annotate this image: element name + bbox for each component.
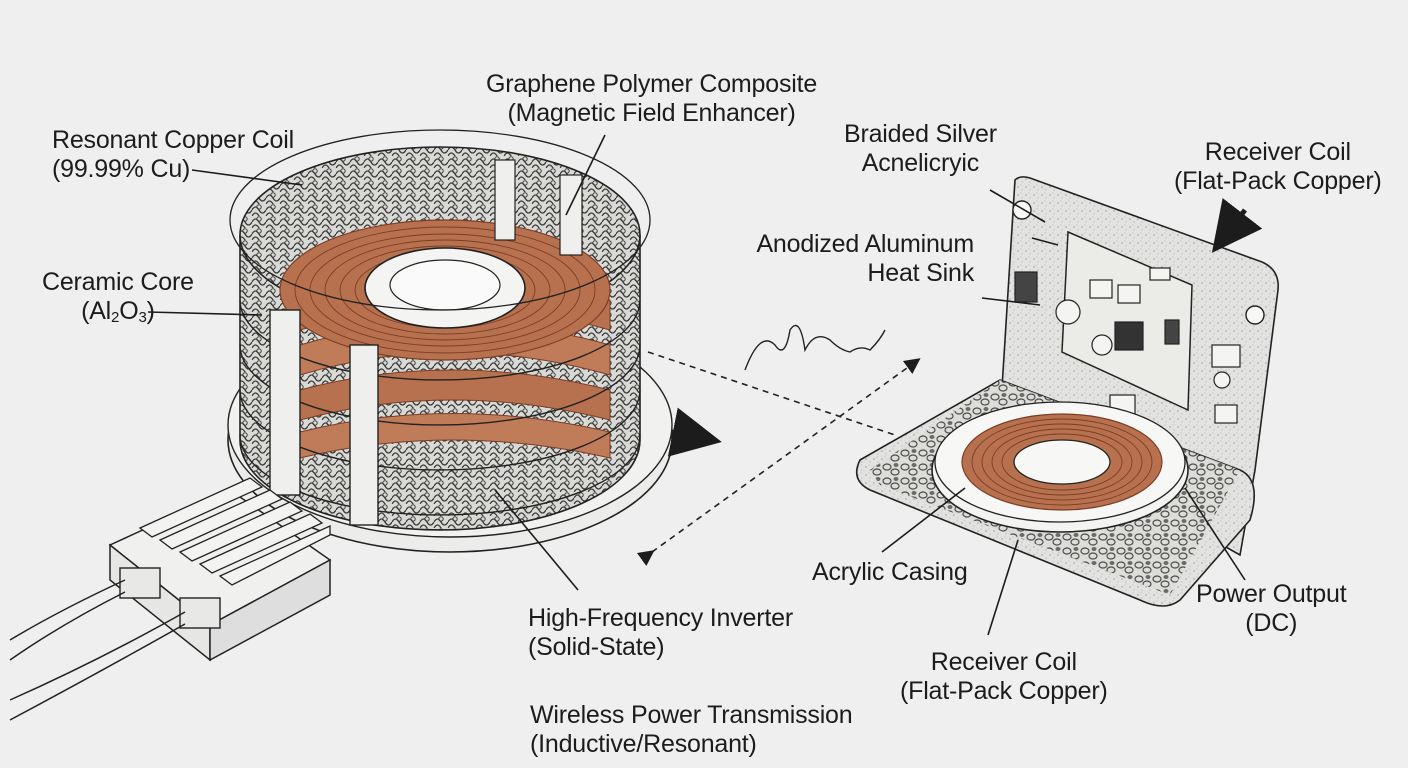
- label-braided-silver-line2: Acnelicryic: [861, 149, 980, 177]
- label-receiver-coil-bottom: Receiver Coil (Flat-Pack Copper): [900, 648, 1108, 706]
- label-transmission-line2: (Inductive/Resonant): [530, 730, 757, 758]
- label-ceramic-core-line2: (Al2O3): [81, 297, 155, 326]
- label-copper-coil-line1: Resonant Copper Coil: [52, 126, 294, 154]
- label-acrylic-casing: Acrylic Casing: [812, 558, 968, 587]
- receiver-assembly: [855, 176, 1279, 607]
- label-receiver-coil-top-line2: (Flat-Pack Copper): [1174, 167, 1382, 195]
- leader-inverter: [494, 489, 579, 591]
- label-acrylic-casing-line1: Acrylic Casing: [812, 558, 968, 586]
- transmitter-assembly: [227, 129, 673, 553]
- leader-copper-coil: [191, 169, 303, 186]
- leader-braided-silver: [989, 189, 1046, 223]
- label-transmission: Wireless Power Transmission (Inductive/R…: [530, 701, 853, 759]
- flow-arrow: [667, 407, 722, 457]
- label-copper-coil-line2: (99.99% Cu): [52, 155, 191, 183]
- label-inverter: High-Frequency Inverter (Solid-State): [528, 604, 793, 662]
- label-graphene-line2: (Magnetic Field Enhancer): [507, 99, 796, 127]
- inverter-module: [108, 477, 332, 662]
- label-inverter-line1: High-Frequency Inverter: [528, 604, 793, 632]
- label-receiver-coil-bottom-line2: (Flat-Pack Copper): [900, 677, 1108, 705]
- field-squiggle: [744, 324, 886, 371]
- leader-graphene: [565, 134, 606, 216]
- label-heat-sink: Anodized Aluminum Heat Sink: [756, 230, 974, 288]
- label-receiver-coil-top: Receiver Coil (Flat-Pack Copper): [1174, 138, 1382, 196]
- field-line-upper: [647, 351, 899, 437]
- label-graphene-line1: Graphene Polymer Composite: [486, 70, 818, 98]
- label-graphene-composite: Graphene Polymer Composite (Magnetic Fie…: [486, 70, 817, 128]
- label-receiver-coil-top-line1: Receiver Coil: [1204, 138, 1351, 166]
- label-power-output-line1: Power Output: [1196, 580, 1347, 608]
- label-heat-sink-line2: Heat Sink: [867, 259, 974, 287]
- label-inverter-line2: (Solid-State): [528, 633, 665, 661]
- label-ceramic-core-line1: Ceramic Core: [42, 268, 194, 296]
- leader-receiver-coil: [987, 539, 1019, 636]
- leader-acrylic-casing: [881, 487, 966, 553]
- leader-ceramic-core: [147, 311, 263, 316]
- label-braided-silver: Braided Silver Acnelicryic: [844, 120, 997, 178]
- label-copper-coil: Resonant Copper Coil (99.99% Cu): [52, 126, 294, 184]
- label-ceramic-core: Ceramic Core (Al2O3): [42, 268, 194, 332]
- cutaway-slot-center: [349, 344, 379, 526]
- label-braided-silver-line1: Braided Silver: [844, 120, 997, 148]
- label-heat-sink-line1: Anodized Aluminum: [756, 230, 974, 258]
- label-power-output: Power Output (DC): [1196, 580, 1347, 638]
- cutaway-slot-left: [269, 309, 301, 496]
- label-transmission-line1: Wireless Power Transmission: [530, 701, 853, 729]
- leader-heat-sink: [1031, 237, 1059, 246]
- label-receiver-coil-bottom-line1: Receiver Coil: [930, 648, 1077, 676]
- leader-power-output: [1184, 487, 1246, 581]
- label-power-output-line2: (DC): [1245, 609, 1298, 637]
- leader-heat-sink-2: [981, 297, 1041, 306]
- leader-lines: [147, 134, 1246, 636]
- input-cables: [9, 579, 186, 721]
- receiver-arrow: [1211, 198, 1263, 253]
